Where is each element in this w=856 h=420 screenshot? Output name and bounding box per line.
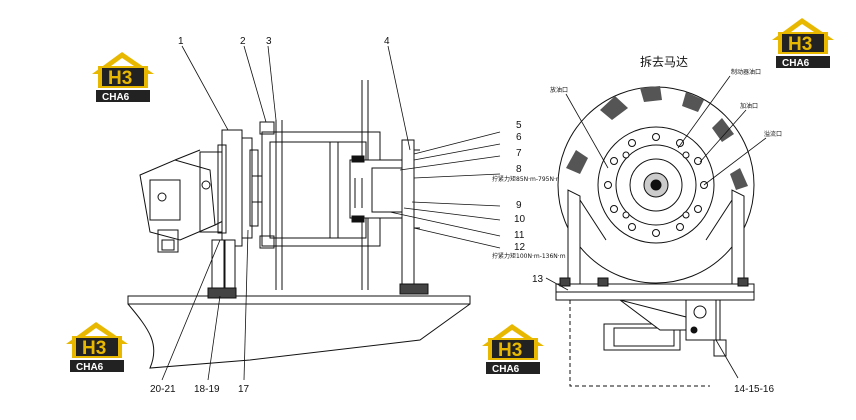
callout-17: 17: [238, 384, 250, 395]
callout-13: 13: [532, 274, 544, 285]
motor: [139, 149, 226, 253]
logo-mark-1: H3: [108, 68, 132, 89]
callout-9: 9: [516, 200, 522, 211]
logo-name-1: CHA6: [102, 92, 130, 103]
right-end-view: [555, 86, 755, 387]
drain-port-label: 制动器油口: [731, 68, 761, 76]
hidden-outline: [569, 300, 710, 387]
callout-5: 5: [516, 120, 522, 131]
callout-8: 8: [516, 164, 522, 175]
leader-lines-right: [545, 75, 767, 379]
oil-level-port-label: 放油口: [550, 86, 568, 94]
frame-left: [567, 189, 581, 291]
overflow-port-label: 溢流口: [764, 130, 782, 138]
logo-name-2: CHA6: [782, 58, 810, 69]
logo-mark-3: H3: [82, 338, 106, 359]
base-curve: [127, 303, 471, 369]
torque-note-1: 拧紧力矩85N·m-795N·m: [492, 175, 562, 183]
callout-6: 6: [516, 132, 522, 143]
callout-4: 4: [384, 36, 390, 47]
callout-20-21: 20-21: [150, 384, 176, 395]
inlet-port-label: 加油口: [740, 102, 758, 110]
drum-teeth: [566, 86, 748, 190]
base-plate: [127, 295, 471, 305]
logo-bottom-left: H3 CHA6: [66, 322, 128, 373]
callout-7: 7: [516, 148, 522, 159]
callout-1: 1: [178, 36, 184, 47]
remove-motor-title: 拆去马达: [640, 54, 688, 69]
leader-lines-left: [161, 45, 501, 381]
logo-bottom-center: H3 CHA6: [482, 324, 544, 375]
torque-note-2: 拧紧力矩100N·m-136N·m: [492, 252, 566, 260]
logo-name-4: CHA6: [492, 364, 520, 375]
logo-top-right: H3 CHA6: [772, 18, 834, 69]
logo-top-left: H3 CHA6: [92, 52, 154, 103]
callout-10: 10: [514, 214, 526, 225]
callout-12: 12: [514, 242, 526, 253]
frame-right: [731, 189, 745, 291]
callout-11: 11: [514, 230, 525, 241]
flange-left: [221, 129, 243, 247]
callout-18-19: 18-19: [194, 384, 220, 395]
logo-name-3: CHA6: [76, 362, 104, 373]
logo-mark-2: H3: [788, 34, 812, 55]
callout-14-15-16: 14-15-16: [734, 384, 774, 395]
callout-3: 3: [266, 36, 272, 47]
callout-2: 2: [240, 36, 246, 47]
logo-mark-4: H3: [498, 340, 522, 361]
left-section-view: [127, 80, 471, 369]
